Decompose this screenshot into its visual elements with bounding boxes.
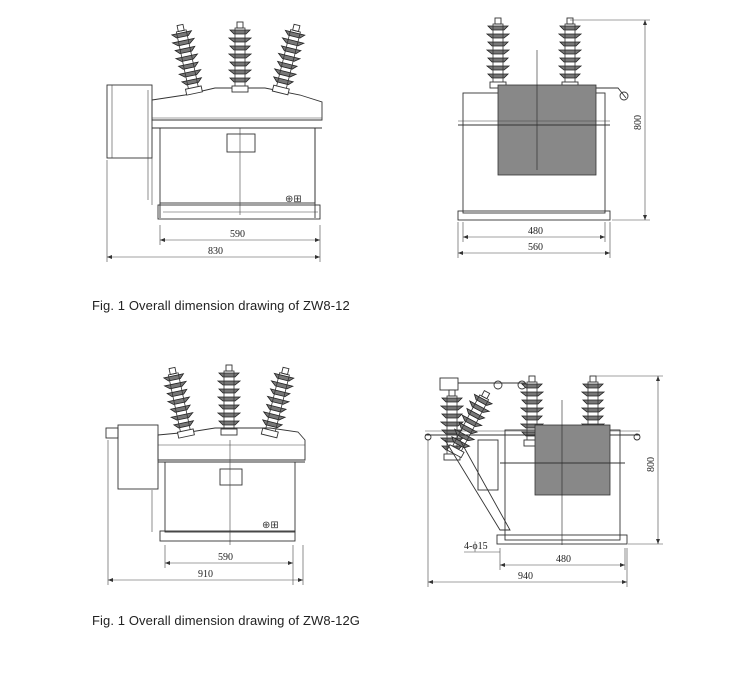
dim-zw8-12g-holes: 4-ϕ15 xyxy=(464,541,488,552)
dim-zw8-12-side-inner: 480 xyxy=(528,226,543,237)
side-tank xyxy=(497,84,597,176)
control-box-g xyxy=(117,424,159,490)
main-tank xyxy=(159,127,316,204)
zw8-12g-front-view: ⊕⊞ 590 910 xyxy=(105,364,306,585)
figure-caption-zw8-12: Fig. 1 Overall dimension drawing of ZW8-… xyxy=(92,298,350,313)
zw8-12-side-view: 480 560 800 xyxy=(457,17,650,258)
dim-zw8-12g-front-inner: 590 xyxy=(218,552,233,563)
zw8-12g-side-view: 480 940 4-ϕ15 800 xyxy=(424,375,663,587)
dim-zw8-12-front-overall: 830 xyxy=(208,246,223,257)
dim-zw8-12g-side-inner: 480 xyxy=(556,554,571,565)
dim-zw8-12-front-inner: 590 xyxy=(230,229,245,240)
dim-zw8-12g-front-overall: 910 xyxy=(198,569,213,580)
control-box xyxy=(106,84,153,159)
figure-caption-zw8-12g: Fig. 1 Overall dimension drawing of ZW8-… xyxy=(92,613,361,628)
dim-zw8-12g-height: 800 xyxy=(646,457,657,472)
dim-zw8-12g-side-overall: 940 xyxy=(518,571,533,582)
svg-text:⊕⊞: ⊕⊞ xyxy=(262,520,279,531)
dim-zw8-12-height: 800 xyxy=(633,115,644,130)
side-tank-g xyxy=(534,424,611,496)
dim-zw8-12-side-overall: 560 xyxy=(528,242,543,253)
svg-text:⊕⊞: ⊕⊞ xyxy=(285,194,302,205)
zw8-12-front-view: ⊕⊞ 590 830 xyxy=(106,21,323,262)
